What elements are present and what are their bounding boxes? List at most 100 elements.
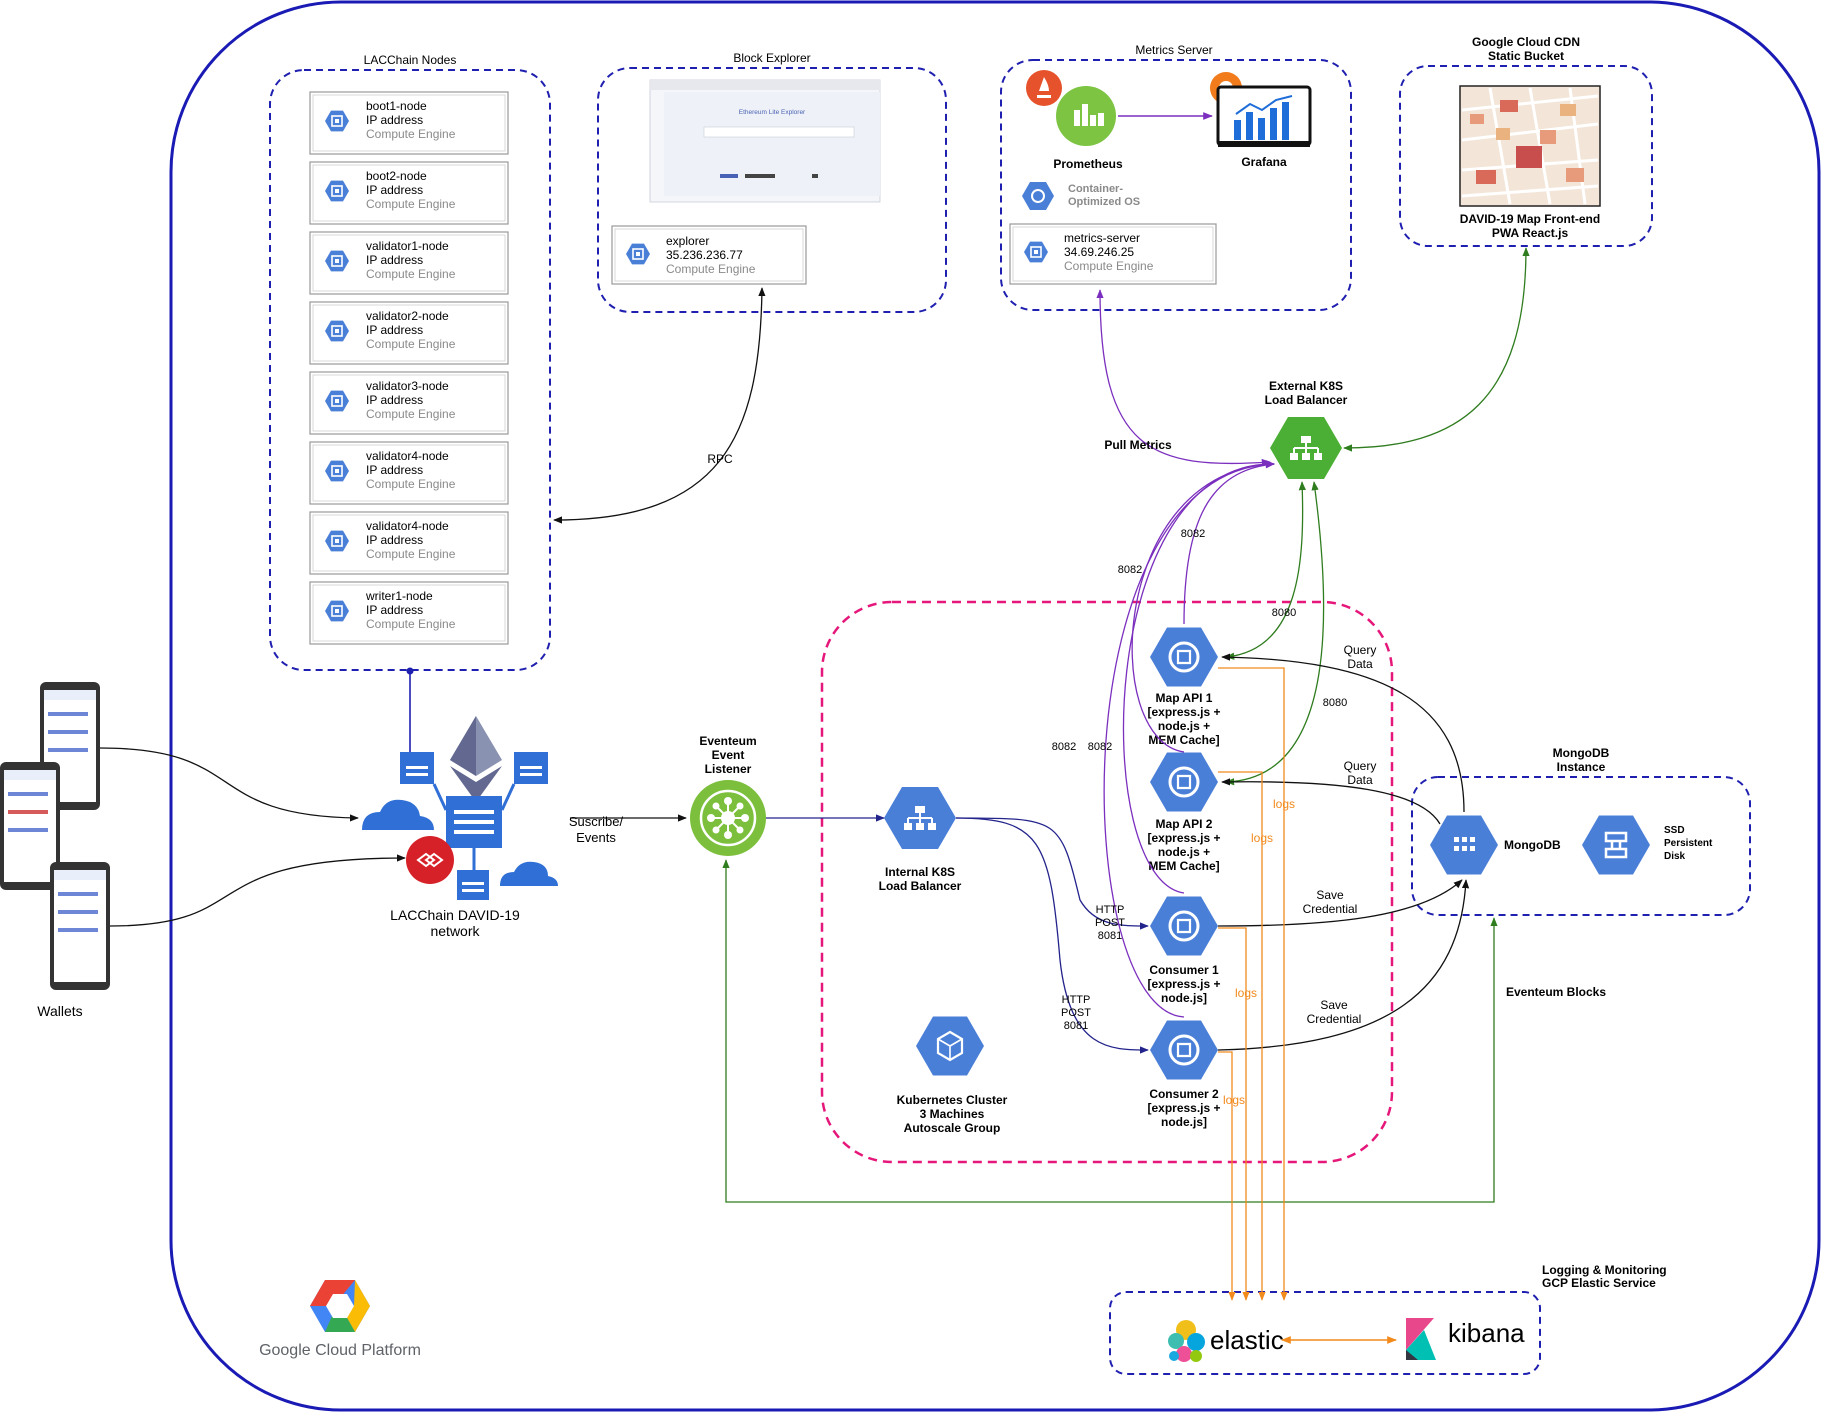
cluster-label-line1: Kubernetes Cluster bbox=[897, 1093, 1008, 1107]
subscribe-label-line2: Events bbox=[576, 830, 616, 845]
map-thumbnail bbox=[1459, 85, 1601, 207]
node-name: validator4-node bbox=[366, 449, 449, 463]
cdn-title-line2: Static Bucket bbox=[1488, 49, 1564, 63]
query-data-2-arrow bbox=[1221, 778, 1441, 825]
consumer-2-line1: Consumer 2 bbox=[1149, 1087, 1219, 1101]
explorer-node-name: explorer bbox=[666, 234, 709, 248]
logs-map-api-1 bbox=[1218, 667, 1288, 1301]
map-api-1-line4: MEM Cache] bbox=[1148, 733, 1219, 747]
port-8082-label-3: 8082 bbox=[1052, 741, 1076, 753]
cdn-external-lb-arrow bbox=[1343, 247, 1530, 452]
save-credential-2-line1: Save bbox=[1320, 998, 1348, 1012]
node-ip: IP address bbox=[366, 603, 423, 617]
elastic-label: elastic bbox=[1210, 1325, 1284, 1355]
metrics-server-group: Metrics Server Prometheus Grafana bbox=[1000, 43, 1352, 311]
node-type: Compute Engine bbox=[366, 267, 456, 281]
port-8082-label-4: 8082 bbox=[1088, 741, 1112, 753]
metrics-node-name: metrics-server bbox=[1064, 231, 1140, 245]
metrics-server-title: Metrics Server bbox=[1135, 43, 1212, 57]
logs-label-3: logs bbox=[1235, 986, 1257, 1000]
http-post-1-line2: POST bbox=[1095, 917, 1125, 929]
logs-label-1: logs bbox=[1273, 797, 1295, 811]
http-post-1-line1: HTTP bbox=[1096, 904, 1125, 916]
node-type: Compute Engine bbox=[366, 337, 456, 351]
grafana-icon bbox=[1210, 72, 1312, 147]
query-data-1-arrow bbox=[1221, 653, 1465, 813]
wallets-label: Wallets bbox=[37, 1003, 82, 1019]
gcp-logo-text: Google Cloud Platform bbox=[259, 1342, 421, 1359]
node-name: boot1-node bbox=[366, 99, 427, 113]
port-8080-label-2: 8080 bbox=[1323, 697, 1347, 709]
logging-title-line1: Logging & Monitoring bbox=[1542, 1263, 1667, 1277]
consumer-2-line2: [express.js + bbox=[1147, 1101, 1220, 1115]
logs-label-4: logs bbox=[1223, 1093, 1245, 1107]
http-post-1-line3: 8081 bbox=[1098, 930, 1122, 942]
port-8082-label-2: 8082 bbox=[1118, 564, 1142, 576]
port-8082-label-1: 8082 bbox=[1181, 528, 1205, 540]
node-type: Compute Engine bbox=[366, 547, 456, 561]
eventeum-label-line3: Listener bbox=[705, 762, 752, 776]
logging-group: Logging & Monitoring GCP Elastic Service… bbox=[1109, 1263, 1667, 1375]
metrics-node-card: metrics-server 34.69.246.25 Compute Engi… bbox=[1009, 223, 1217, 285]
wallet3-network-arrow bbox=[109, 854, 406, 927]
http-post-2-line1: HTTP bbox=[1062, 994, 1091, 1006]
wallet-phone-2 bbox=[0, 762, 60, 890]
node-ip: IP address bbox=[366, 183, 423, 197]
map-api-1-8080-arrow bbox=[1225, 481, 1306, 660]
node-name: validator1-node bbox=[366, 239, 449, 253]
eventeum-blocks-label: Eventeum Blocks bbox=[1506, 985, 1606, 999]
internal-lb-line2: Load Balancer bbox=[879, 879, 962, 893]
consumer-1-line1: Consumer 1 bbox=[1149, 963, 1219, 977]
cdn-title-line1: Google Cloud CDN bbox=[1472, 35, 1580, 49]
explorer-node-card: explorer 35.236.236.77 Compute Engine bbox=[611, 225, 807, 285]
lacchain-nodes-title: LACChain Nodes bbox=[364, 53, 457, 67]
gcp-boundary bbox=[169, 0, 1821, 1412]
http-post-consumer-2-arrow bbox=[955, 817, 1149, 1054]
query-data-1-line1: Query bbox=[1344, 643, 1377, 657]
mongodb-group: MongoDB Instance MongoDB SSD Persistent … bbox=[1411, 746, 1751, 916]
mongodb-label: MongoDB bbox=[1504, 838, 1561, 852]
lacchain-network-icon bbox=[362, 716, 558, 900]
node-ip: IP address bbox=[366, 253, 423, 267]
http-post-2-line2: POST bbox=[1061, 1007, 1091, 1019]
query-data-2-line2: Data bbox=[1347, 773, 1373, 787]
node-name: boot2-node bbox=[366, 169, 427, 183]
internal-lb-icon bbox=[884, 787, 956, 849]
elastic-logo-icon bbox=[1168, 1320, 1205, 1362]
consumer-1-line3: node.js] bbox=[1161, 991, 1207, 1005]
port-8080-label-1: 8080 bbox=[1272, 607, 1296, 619]
query-data-2-line1: Query bbox=[1344, 759, 1377, 773]
block-explorer-title: Block Explorer bbox=[733, 51, 810, 65]
map-api-2-line1: Map API 2 bbox=[1156, 817, 1213, 831]
kubernetes-icon bbox=[916, 1016, 984, 1076]
network-label-line2: network bbox=[430, 923, 480, 939]
consumer-2-icon bbox=[1148, 1019, 1220, 1081]
internal-lb-line1: Internal K8S bbox=[885, 865, 955, 879]
prometheus-label: Prometheus bbox=[1053, 157, 1123, 171]
wallet-phone-3 bbox=[50, 862, 110, 990]
mongodb-title-line1: MongoDB bbox=[1553, 746, 1610, 760]
external-lb-line2: Load Balancer bbox=[1265, 393, 1348, 407]
external-lb-icon bbox=[1270, 417, 1342, 479]
metrics-node-type: Compute Engine bbox=[1064, 259, 1154, 273]
map-api-1-line1: Map API 1 bbox=[1156, 691, 1213, 705]
block-explorer-group: Block Explorer Ethereum Lite Explorer ex… bbox=[597, 51, 947, 313]
rpc-label: RPC bbox=[707, 452, 733, 466]
cluster-label-line3: Autoscale Group bbox=[904, 1121, 1001, 1135]
consumer-2-8082-arrow bbox=[1103, 460, 1275, 1018]
cluster-label-line2: 3 Machines bbox=[920, 1107, 985, 1121]
node-ip: IP address bbox=[366, 113, 423, 127]
rpc-arrow bbox=[553, 287, 766, 524]
subscribe-label-line1: Suscribe/ bbox=[569, 814, 624, 829]
map-api-2-line3: node.js + bbox=[1158, 845, 1210, 859]
ssd-disk-icon bbox=[1582, 815, 1650, 875]
map-api-1-line2: [express.js + bbox=[1147, 705, 1220, 719]
